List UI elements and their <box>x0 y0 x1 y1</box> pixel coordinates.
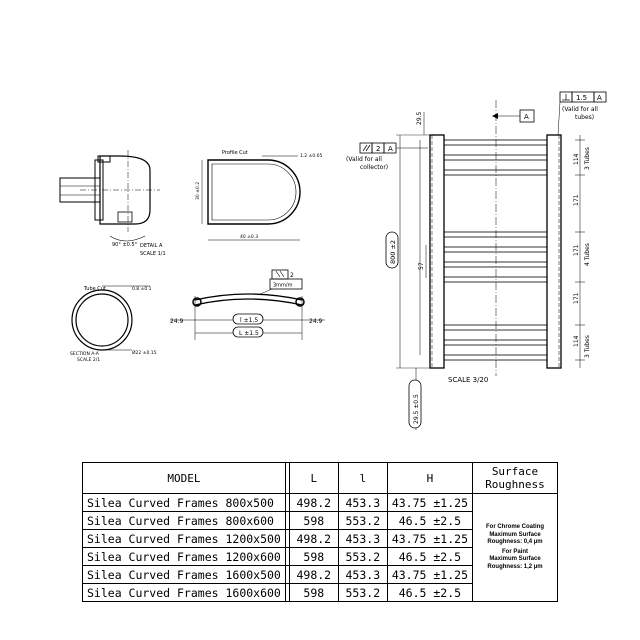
paint-note-1: For Paint <box>501 548 528 555</box>
header-roughness: Surface Roughness <box>472 462 558 494</box>
datum-label: A <box>524 113 529 121</box>
roughness-notes: For Chrome Coating Maximum Surface Rough… <box>472 493 558 602</box>
perpendicularity-note-1: (Valid for all <box>562 106 598 113</box>
chrome-note: For Chrome Coating Maximum Surface Rough… <box>477 524 553 547</box>
profile-height: 30 ±0.2 <box>195 182 201 200</box>
curve-inner-length: l ±1.5 <box>240 317 258 324</box>
section-scale: SCALE 2/1 <box>77 357 100 363</box>
right-dim-2: 171 <box>573 194 580 206</box>
cell-l: 553.2 <box>337 583 388 602</box>
cell-L: 598 <box>288 547 339 566</box>
cell-model: Silea Curved Frames 1600x600 <box>82 583 286 602</box>
table-header-row: MODEL L l H Surface Roughness <box>82 462 558 494</box>
spec-table: MODEL L l H Surface Roughness Silea Curv… <box>82 462 558 602</box>
chrome-note-3: Roughness: 0,4 µm <box>487 539 543 545</box>
header-L: L <box>288 462 339 494</box>
profile-title: Profile Cut <box>222 150 248 156</box>
chrome-note-1: For Chrome Coating <box>486 524 544 530</box>
profile-radius: 1.2 ±0.05 <box>300 153 323 159</box>
tube-diameter: Ø22 ±0.15 <box>132 349 157 356</box>
detail-a-view: 90° ±0.5° DETAIL A SCALE 1/1 <box>59 150 166 257</box>
cell-model: Silea Curved Frames 800x500 <box>82 493 286 512</box>
paint-note-2: Maximum Surface <box>489 556 541 562</box>
cell-H: 46.5 ±2.5 <box>386 583 474 602</box>
cell-L: 498.2 <box>288 493 339 512</box>
detail-a-scale: SCALE 1/1 <box>140 251 166 257</box>
cell-L: 498.2 <box>288 565 339 584</box>
bottom-offset: 29.5 ±0.5 <box>413 394 420 424</box>
cell-model: Silea Curved Frames 1600x500 <box>82 565 286 584</box>
cell-model: Silea Curved Frames 800x600 <box>82 511 286 530</box>
curve-offset-left: 24.9 <box>170 318 184 325</box>
height-label: 800 ±2 <box>389 240 397 264</box>
right-dim-3: 171 <box>573 244 580 256</box>
cell-model: Silea Curved Frames 1200x500 <box>82 529 286 548</box>
tube-cut-view: Tube Cut 0.8 ±0.1 Ø22 ±0.15 SECTION A-A … <box>70 285 157 363</box>
roughness-header-2: Roughness <box>485 478 545 491</box>
header-l: l <box>337 462 388 494</box>
top-offset: 29.5 <box>416 111 423 125</box>
cell-model: Silea Curved Frames 1200x600 <box>82 547 286 566</box>
parallelism-note-2: collector) <box>360 164 388 171</box>
perpendicularity-note-2: tubes) <box>575 114 594 121</box>
tube-wall: 0.8 ±0.1 <box>132 286 152 292</box>
perpendicularity-ref: A <box>597 94 602 102</box>
collector-gap: 57 <box>418 262 425 270</box>
perpendicularity-value: 1.5 <box>576 94 587 102</box>
detail-a-angle: 90° ±0.5° <box>112 242 138 248</box>
right-dim-1-note: 3 Tubes <box>584 147 591 170</box>
cell-L: 498.2 <box>288 529 339 548</box>
chrome-note-2: Maximum Surface <box>489 531 541 538</box>
paint-note-3: Roughness: 1,2 µm <box>487 563 543 570</box>
curve-offset-right: 24.9 <box>309 318 323 325</box>
cell-H: 43.75 ±1.25 <box>386 493 474 512</box>
parallelism-ref: A <box>388 145 393 153</box>
curve-outer-length: L ±1.5 <box>239 330 259 337</box>
table-row: Silea Curved Frames 1600x600 598 553.2 4… <box>82 583 558 602</box>
right-dim-3-note: 4 Tubes <box>584 243 591 266</box>
cell-l: 553.2 <box>337 511 388 530</box>
technical-drawing: 90° ±0.5° DETAIL A SCALE 1/1 Profile Cut… <box>59 91 607 430</box>
paint-note: For Paint Maximum Surface Roughness: 1,2… <box>477 549 553 572</box>
front-scale: SCALE 3/20 <box>448 376 488 384</box>
cell-l: 453.3 <box>337 493 388 512</box>
cell-l: 453.3 <box>337 529 388 548</box>
cell-H: 43.75 ±1.25 <box>386 529 474 548</box>
profile-cut-view: Profile Cut 1.2 ±0.05 30 ±0.2 40 ±0.3 <box>195 150 323 241</box>
cell-L: 598 <box>288 511 339 530</box>
cell-L: 598 <box>288 583 339 602</box>
profile-width: 40 ±0.3 <box>240 234 258 240</box>
table-row: Silea Curved Frames 800x500 498.2 453.3 … <box>82 493 558 602</box>
header-model: MODEL <box>82 462 286 494</box>
parallelism-note-1: (Valid for all <box>346 156 382 163</box>
parallelism-value: 2 <box>376 145 380 153</box>
front-view: 2 A (Valid for all collector) 1.5 A (Val… <box>346 91 607 430</box>
detail-a-label: DETAIL A <box>140 243 163 249</box>
right-dim-4: 171 <box>573 292 580 304</box>
right-dim-5: 114 <box>573 335 580 347</box>
header-H: H <box>386 462 474 494</box>
right-dim-1: 114 <box>573 153 580 165</box>
cell-H: 46.5 ±2.5 <box>386 511 474 530</box>
right-dim-5-note: 3 Tubes <box>584 335 591 358</box>
curved-tube-view: 2 3mm/m l ±1.5 L ±1.5 24.9 24.9 <box>170 269 325 340</box>
cell-l: 553.2 <box>337 547 388 566</box>
table-row: Silea Curved Frames 800x600 598 553.2 46… <box>82 511 558 530</box>
cell-H: 43.75 ±1.25 <box>386 565 474 584</box>
section-label: SECTION A-A <box>70 351 100 357</box>
curve-tolerance-unit: 3mm/m <box>273 283 293 289</box>
tube-title: Tube Cut <box>83 286 106 292</box>
roughness-header-1: Surface <box>491 465 539 478</box>
cell-l: 453.3 <box>337 565 388 584</box>
cell-H: 46.5 ±2.5 <box>386 547 474 566</box>
curve-tolerance: 2 <box>290 272 294 279</box>
